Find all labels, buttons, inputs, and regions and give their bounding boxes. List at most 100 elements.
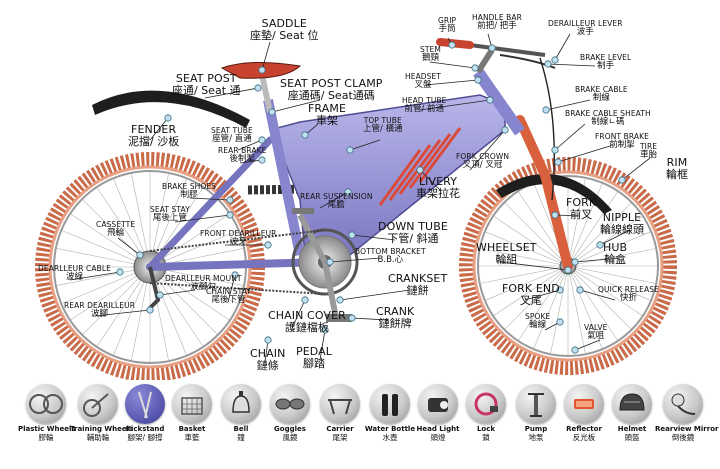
leader-line xyxy=(94,309,151,317)
part-marker-dot xyxy=(576,286,584,294)
brake-cable-line xyxy=(539,57,555,201)
seat-stay-tube xyxy=(146,136,274,271)
part-marker-dot xyxy=(551,211,559,219)
leader-line xyxy=(339,289,411,301)
lock-icon xyxy=(466,384,506,424)
part-marker-dot xyxy=(344,188,352,196)
part-marker-dot xyxy=(326,258,334,266)
leader-line xyxy=(621,157,651,181)
part-marker-dot xyxy=(596,241,604,249)
fork-legs xyxy=(515,115,573,271)
stem-shape xyxy=(475,48,495,74)
spoke-line xyxy=(567,216,643,267)
part-marker-dot xyxy=(551,56,559,64)
part-marker-dot xyxy=(486,96,494,104)
chain-stay-tube xyxy=(146,258,329,271)
leader-line xyxy=(159,289,196,296)
spoke-line xyxy=(567,265,586,354)
part-marker-dot xyxy=(264,241,272,249)
front-fender xyxy=(496,174,612,214)
front-wheel xyxy=(459,157,677,375)
leader-line xyxy=(545,99,591,111)
part-marker-dot xyxy=(258,156,266,164)
crankset-shape xyxy=(291,208,359,322)
leader-line xyxy=(237,139,263,151)
plastic-wheels-icon xyxy=(26,384,66,424)
head-light-icon xyxy=(418,384,458,424)
leader-line xyxy=(547,63,596,67)
part-marker-dot xyxy=(336,296,344,304)
kickstand-icon xyxy=(125,384,165,424)
leader-line xyxy=(174,214,231,223)
part-marker-dot xyxy=(474,76,482,84)
leader-line xyxy=(319,329,326,361)
part-markers xyxy=(116,41,626,354)
leader-line xyxy=(291,299,306,329)
part-marker-dot xyxy=(542,106,550,114)
front-rim xyxy=(477,175,659,357)
part-marker-dot xyxy=(571,258,579,266)
helmet-icon xyxy=(612,384,652,424)
spoke-line xyxy=(567,231,651,267)
leader-line xyxy=(69,271,121,281)
part-marker-dot xyxy=(416,166,424,174)
leader-line xyxy=(349,139,381,151)
part-marker-dot xyxy=(231,271,239,279)
part-marker-dot xyxy=(551,146,559,154)
part-marker-dot xyxy=(471,64,479,72)
brake-lever-shape xyxy=(499,54,556,69)
bicycle-illustration xyxy=(35,33,677,380)
leader-line xyxy=(261,41,271,71)
part-marker-dot xyxy=(254,84,262,92)
leader-line xyxy=(524,289,561,301)
leader-line xyxy=(351,234,396,241)
part-marker-dot xyxy=(321,326,329,334)
seat-tube-tube xyxy=(263,98,305,257)
spoke-line xyxy=(480,265,569,284)
pump-icon xyxy=(516,384,556,424)
spoke-line xyxy=(518,265,569,341)
spoke-line xyxy=(567,191,618,267)
part-marker-dot xyxy=(348,231,356,239)
leader-line xyxy=(429,61,476,69)
part-marker-dot xyxy=(501,126,509,134)
part-marker-dot xyxy=(258,136,266,144)
spoke-line xyxy=(550,265,569,354)
part-marker-dot xyxy=(301,296,309,304)
part-marker-dot xyxy=(268,108,276,116)
part-marker-dot xyxy=(348,314,356,322)
part-marker-dot xyxy=(164,114,172,122)
part-marker-dot xyxy=(564,266,572,274)
spoke-line xyxy=(493,265,569,316)
goggles-icon xyxy=(270,384,310,424)
part-marker-dot xyxy=(226,196,234,204)
bell-icon xyxy=(221,384,261,424)
part-marker-dot xyxy=(264,336,272,344)
